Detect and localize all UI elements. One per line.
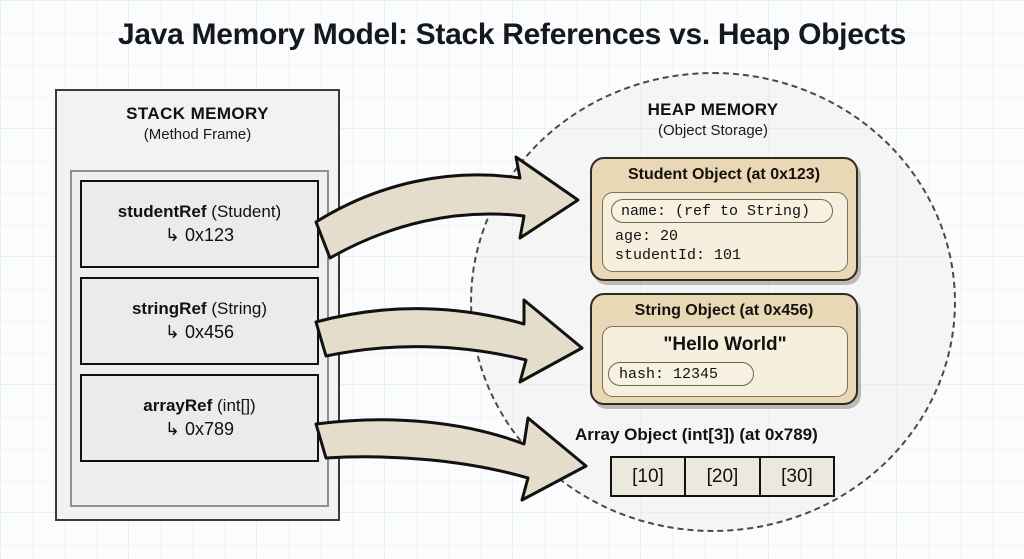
page-title: Java Memory Model: Stack References vs. … (117, 18, 907, 51)
heap-memory-heading: HEAP MEMORY (647, 100, 779, 119)
array-cell-2: [30] (760, 456, 835, 497)
heap-object-string[interactable]: String Object (at 0x456) "Hello World" h… (590, 293, 858, 405)
stack-memory-heading: STACK MEMORY (126, 104, 269, 123)
stack-slot-label: arrayRef (int[]) (143, 396, 255, 416)
heap-object-array[interactable]: [10] [20] [30] (610, 456, 835, 497)
stack-slot-address: ↳ 0x123 (164, 225, 235, 245)
stack-slot-variable-name: arrayRef (143, 396, 213, 415)
stack-slot-label: studentRef (Student) (118, 202, 281, 222)
stack-slot-label: stringRef (String) (132, 299, 267, 319)
stack-slot-variable-name: studentRef (117, 202, 207, 221)
stack-slot-variable-name: stringRef (131, 299, 207, 318)
stack-memory-subheading: (Method Frame) (143, 126, 252, 143)
heap-object-student-title: Student Object (at 0x123) (627, 166, 821, 183)
stack-slot-variable-type: (int[]) (217, 396, 256, 415)
stack-memory-panel: STACK MEMORY (Method Frame) studentRef (… (55, 89, 340, 521)
student-field-name: name: (ref to String) (611, 199, 833, 223)
stack-slot-address: ↳ 0x456 (164, 322, 235, 342)
array-cell-0: [10] (610, 456, 685, 497)
stack-slot-stringref[interactable]: stringRef (String) ↳ 0x456 (80, 277, 319, 365)
stack-frame-container: studentRef (Student) ↳ 0x123 stringRef (… (70, 170, 329, 507)
heap-object-string-title: String Object (at 0x456) (634, 302, 814, 319)
stack-slot-variable-type: (Student) (211, 202, 282, 221)
string-field-hash: hash: 12345 (608, 362, 754, 386)
stack-slot-arrayref[interactable]: arrayRef (int[]) ↳ 0x789 (80, 374, 319, 462)
heap-object-string-body: "Hello World" hash: 12345 (602, 326, 848, 397)
heap-object-student[interactable]: Student Object (at 0x123) name: (ref to … (590, 157, 858, 281)
array-cell-1: [20] (685, 456, 760, 497)
stack-slot-studentref[interactable]: studentRef (Student) ↳ 0x123 (80, 180, 319, 268)
string-object-value: "Hello World" (663, 334, 787, 355)
student-fields-primitive: age: 20 studentId: 101 (615, 228, 742, 264)
heap-memory-subheading: (Object Storage) (657, 122, 769, 139)
stack-slot-variable-type: (String) (211, 299, 268, 318)
heap-object-student-body: name: (ref to String) age: 20 studentId:… (602, 192, 848, 272)
stack-slot-address: ↳ 0x789 (164, 419, 235, 439)
heap-object-array-title: Array Object (int[3]) (at 0x789) (575, 425, 818, 444)
